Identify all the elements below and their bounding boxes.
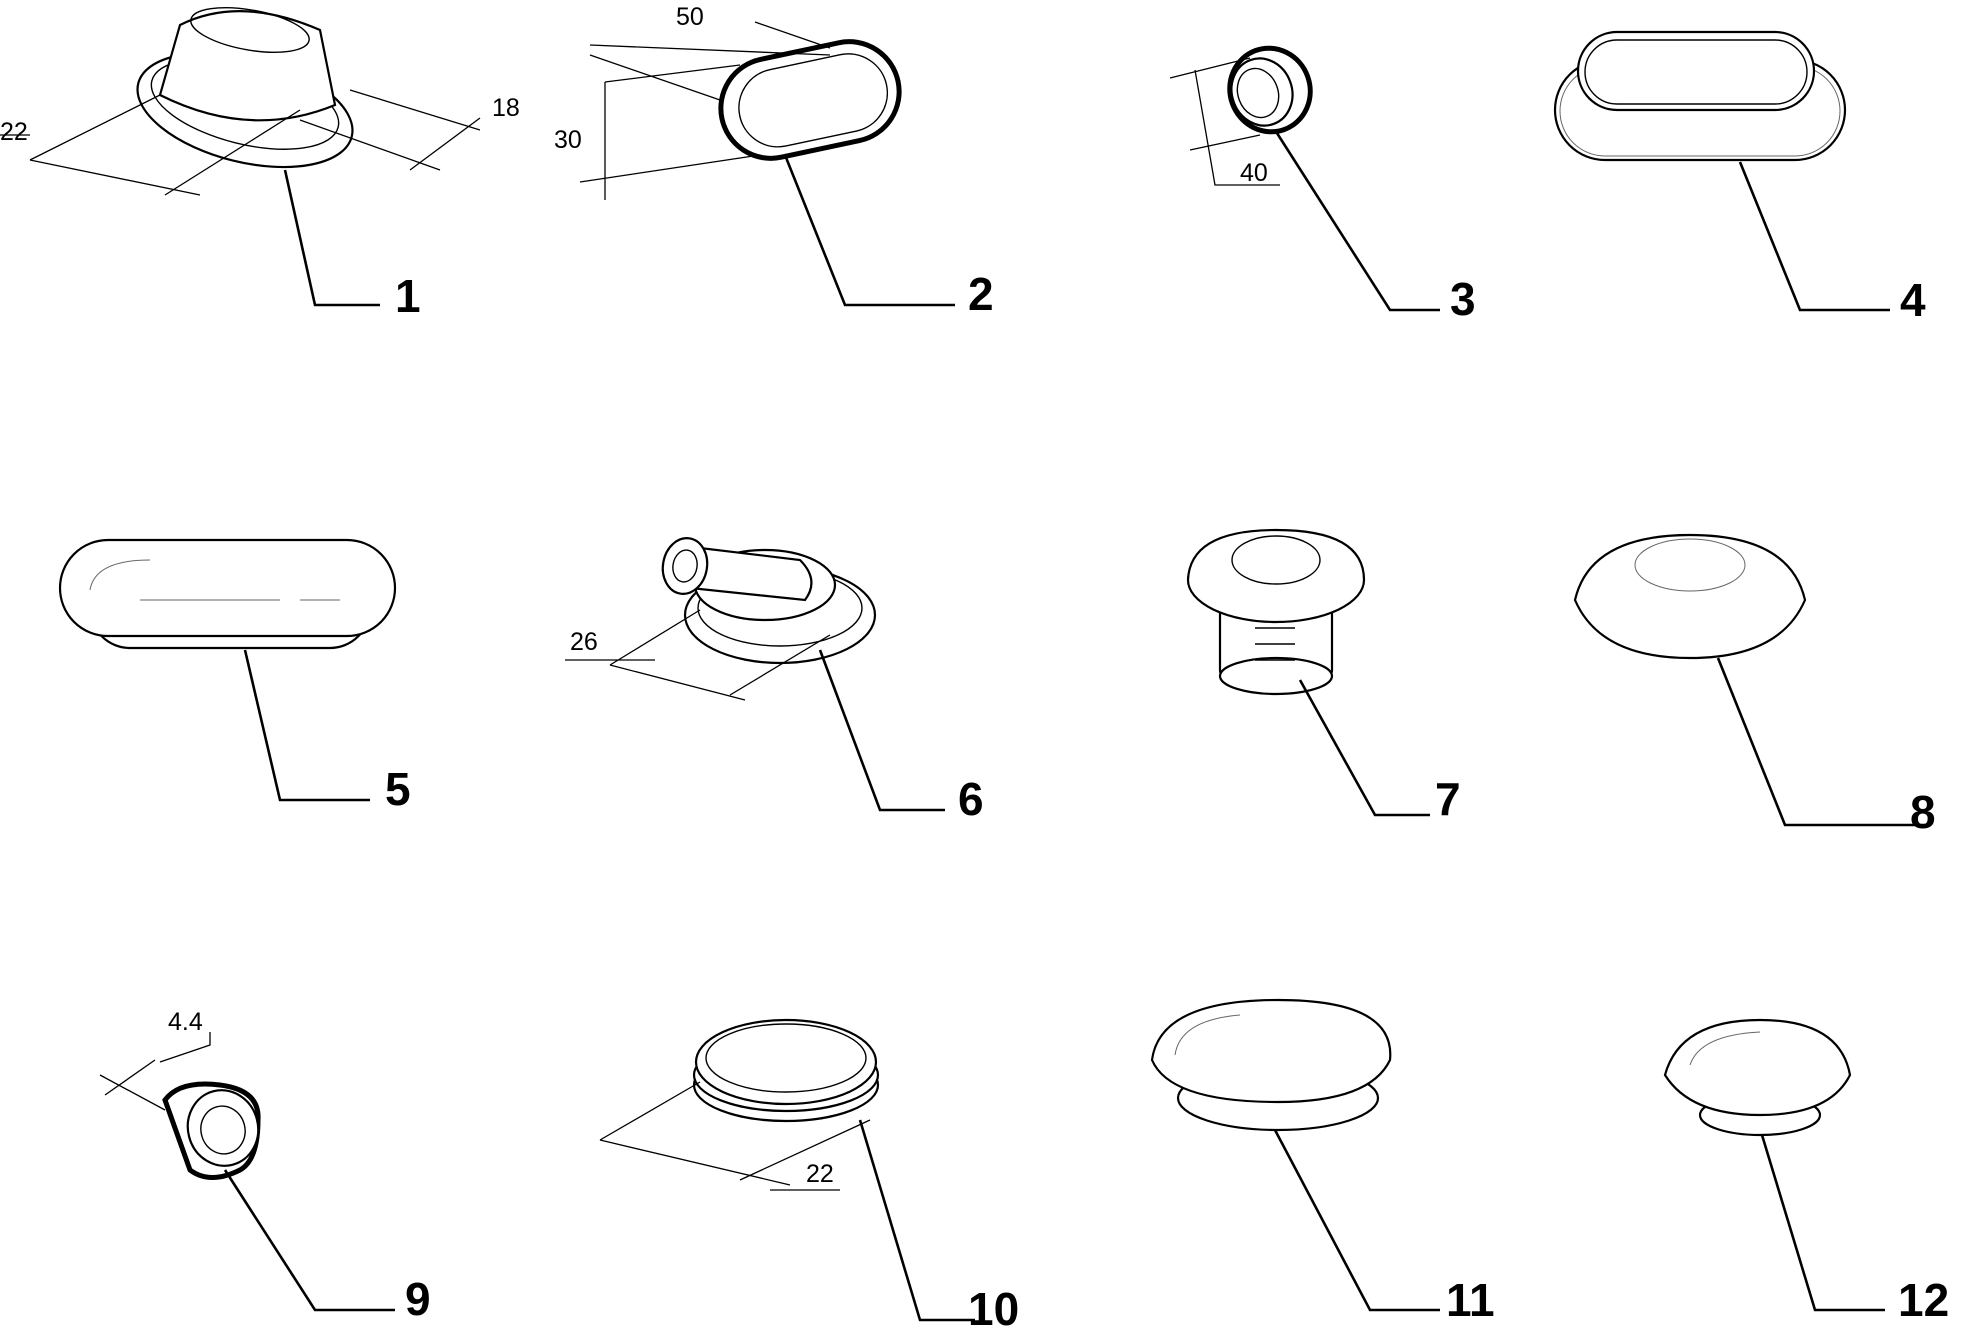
callout-12: 12 (1898, 1274, 1949, 1326)
callout-8: 8 (1910, 786, 1936, 838)
callout-1: 1 (395, 270, 421, 322)
leader-line-2 (783, 154, 955, 307)
leader-line-10 (858, 1119, 975, 1322)
leader-line-5 (243, 649, 370, 802)
part-11-large-domed-cap (1150, 998, 1392, 1132)
dimension-label-1-right: 18 (492, 94, 520, 122)
callout-7: 7 (1435, 773, 1461, 825)
callout-9: 9 (405, 1273, 431, 1325)
leader-line-12 (1760, 1134, 1885, 1312)
part-1-stepped-oval-grommet (0, 7, 481, 196)
part-2-oval-plug (579, 21, 902, 200)
dimension-label-1-left: 22 (0, 118, 28, 146)
part-12-small-domed-cap (1663, 1018, 1852, 1137)
dimension-label-2-top: 50 (676, 3, 704, 31)
dimension-label-10: 22 (806, 1160, 834, 1188)
callout-5: 5 (385, 763, 411, 815)
callout-2: 2 (968, 268, 994, 320)
leader-line-1 (283, 169, 380, 307)
part-3-small-round-grommet (1169, 45, 1313, 186)
dimension-label-9: 4.4 (168, 1008, 203, 1036)
leader-line-11 (1273, 1129, 1440, 1312)
callout-11: 11 (1446, 1274, 1495, 1326)
part-7-push-grommet (1186, 528, 1366, 696)
part-4-large-oval-grommet (1553, 30, 1847, 162)
part-5-flat-oval-plug (58, 538, 397, 650)
leader-line-8 (1716, 657, 1930, 827)
dimension-label-3: 40 (1240, 159, 1268, 187)
leader-line-6 (818, 649, 945, 812)
part-9-small-grommet (99, 1032, 261, 1180)
callout-3: 3 (1450, 273, 1476, 325)
part-6-hose-grommet (565, 537, 877, 701)
callout-4: 4 (1900, 274, 1926, 326)
leader-line-7 (1298, 679, 1430, 817)
leader-line-3 (1273, 129, 1440, 312)
callout-6: 6 (958, 773, 984, 825)
dimension-label-2-side: 30 (554, 126, 582, 154)
callout-10: 10 (968, 1283, 1019, 1329)
part-8-dome-cap (1573, 533, 1807, 660)
leader-line-9 (223, 1169, 395, 1312)
leader-line-4 (1738, 161, 1890, 312)
part-10-disc-plug (599, 1018, 880, 1191)
dimension-label-6: 26 (570, 628, 598, 656)
